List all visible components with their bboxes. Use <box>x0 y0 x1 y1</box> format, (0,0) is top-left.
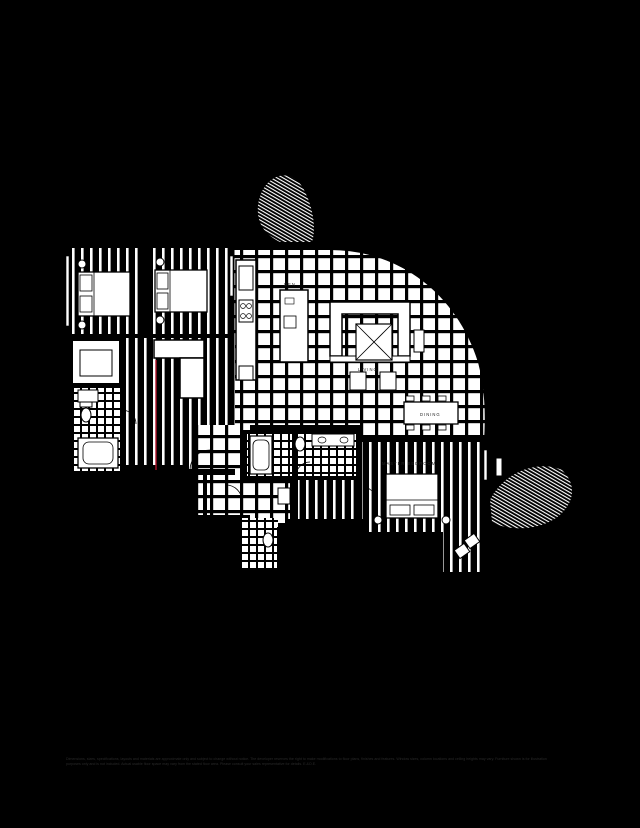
exterior-walls <box>65 243 489 578</box>
ensuite-tub <box>249 435 273 475</box>
landscape-tree-right <box>490 466 573 529</box>
powder-sink <box>277 487 291 505</box>
dining-label: DINING <box>420 412 441 417</box>
powder-toilet <box>262 532 274 548</box>
door-swings <box>121 409 379 502</box>
coffee-table <box>355 323 393 361</box>
vanity-left <box>77 389 99 403</box>
closet-floor <box>298 478 358 523</box>
dining-table <box>403 395 459 431</box>
master-bed <box>373 473 451 525</box>
kitchen-counter <box>235 259 257 381</box>
laundry-closet <box>71 339 205 399</box>
ensuite-toilet <box>294 436 306 452</box>
living-label: LIVING <box>358 367 378 372</box>
bed-1 <box>77 259 131 330</box>
ensuite-vanity <box>311 433 355 447</box>
toilet-left <box>79 401 93 423</box>
windows <box>65 255 488 481</box>
kitchen-island <box>279 289 309 363</box>
bed-2 <box>154 257 208 325</box>
disclaimer-text: Dimensions, sizes, specifications, layou… <box>66 757 547 766</box>
balcony-chairs <box>453 457 503 560</box>
armchairs <box>349 329 425 391</box>
interior-walls <box>72 245 486 525</box>
landscape-tree-top <box>257 175 314 242</box>
master-bedroom-label: MASTER BEDROOM <box>382 461 436 466</box>
bathtub-left <box>77 437 119 469</box>
den-label: DEN <box>284 282 296 287</box>
